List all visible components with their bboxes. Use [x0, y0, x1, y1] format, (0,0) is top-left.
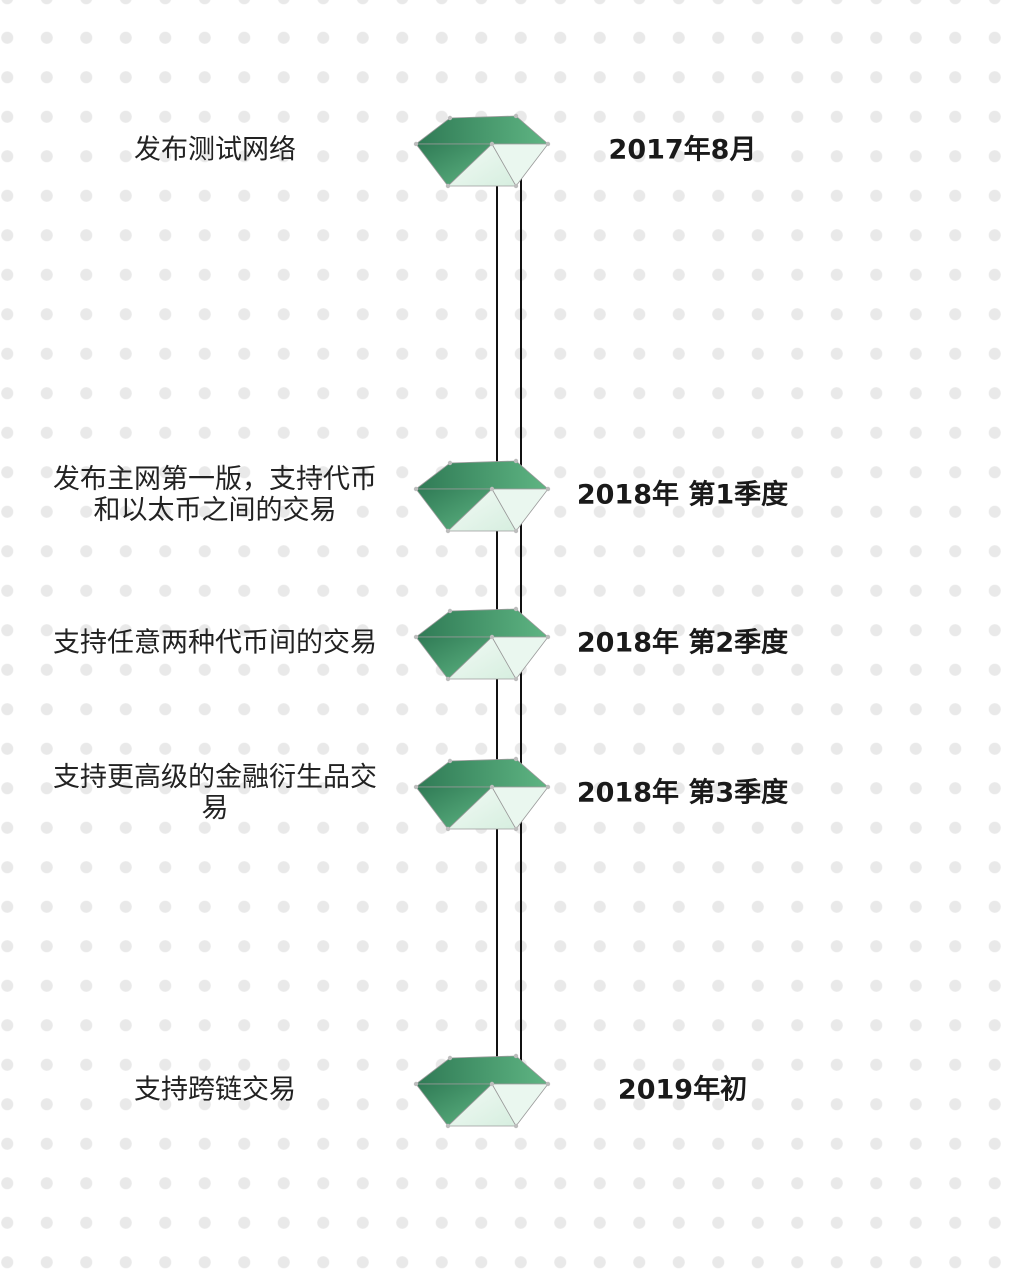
- gem-vertex-handle: [447, 115, 453, 121]
- gem-vertex-handle: [513, 606, 519, 612]
- milestone-event: 支持更高级的金融衍生品交易: [53, 762, 377, 824]
- gem-top-facet: [414, 115, 550, 145]
- gem-vertex-handle: [489, 784, 495, 790]
- gem-vertex-handle: [545, 141, 551, 147]
- gem-right-facet: [491, 786, 549, 830]
- gem-right-facet: [491, 143, 549, 187]
- gem-vertex-handle: [413, 634, 419, 640]
- milestone-1: 发布测试网络 2017年8月: [0, 110, 1016, 190]
- gem-vertex-handle: [513, 1053, 519, 1059]
- gem-vertex-handle: [489, 634, 495, 640]
- milestone-event: 发布测试网络: [134, 134, 296, 166]
- gem-vertex-handle: [513, 826, 519, 832]
- gem-vertex-handle: [513, 458, 519, 464]
- gem-vertex-handle: [545, 486, 551, 492]
- gem-marker-icon: [413, 113, 551, 189]
- gem-marker-icon: [413, 458, 551, 534]
- milestone-event: 支持任意两种代币间的交易: [53, 627, 377, 659]
- gem-vertex-handle: [513, 756, 519, 762]
- gem-marker-icon: [413, 1053, 551, 1129]
- gem-right-facet: [491, 636, 549, 680]
- gem-vertex-handle: [545, 634, 551, 640]
- gem-vertex-handle: [513, 1123, 519, 1129]
- gem-vertex-handle: [445, 676, 451, 682]
- gem-vertex-handle: [445, 1123, 451, 1129]
- milestone-3: 支持任意两种代币间的交易 2018年 第2季度: [0, 603, 1016, 683]
- gem-vertex-handle: [447, 460, 453, 466]
- gem-vertex-handle: [447, 758, 453, 764]
- gem-vertex-handle: [413, 486, 419, 492]
- gem-marker-icon: [413, 606, 551, 682]
- gem-top-facet: [414, 1055, 550, 1085]
- gem-vertex-handle: [413, 141, 419, 147]
- gem-vertex-handle: [513, 676, 519, 682]
- gem-right-facet: [491, 488, 549, 532]
- gem-marker-icon: [413, 756, 551, 832]
- milestone-event: 发布主网第一版，支持代币和以太币之间的交易: [53, 464, 377, 526]
- gem-vertex-handle: [413, 1081, 419, 1087]
- milestone-event: 支持跨链交易: [134, 1074, 296, 1106]
- milestone-date: 2018年 第3季度: [576, 777, 789, 809]
- gem-top-facet: [414, 608, 550, 638]
- milestone-2: 发布主网第一版，支持代币和以太币之间的交易 2018年 第1季度: [0, 455, 1016, 535]
- gem-vertex-handle: [545, 1081, 551, 1087]
- gem-vertex-handle: [447, 608, 453, 614]
- gem-vertex-handle: [413, 784, 419, 790]
- gem-vertex-handle: [447, 1055, 453, 1061]
- milestone-date: 2017年8月: [608, 134, 757, 166]
- milestone-date: 2018年 第1季度: [576, 479, 789, 511]
- gem-vertex-handle: [513, 183, 519, 189]
- gem-vertex-handle: [445, 528, 451, 534]
- gem-vertex-handle: [489, 141, 495, 147]
- gem-top-facet: [414, 460, 550, 490]
- milestone-date: 2018年 第2季度: [576, 627, 789, 659]
- gem-vertex-handle: [445, 826, 451, 832]
- gem-top-facet: [414, 758, 550, 788]
- gem-right-facet: [491, 1083, 549, 1127]
- milestone-4: 支持更高级的金融衍生品交易 2018年 第3季度: [0, 753, 1016, 833]
- gem-vertex-handle: [445, 183, 451, 189]
- gem-vertex-handle: [489, 1081, 495, 1087]
- milestone-5: 支持跨链交易 2019年初: [0, 1050, 1016, 1130]
- gem-vertex-handle: [513, 528, 519, 534]
- gem-vertex-handle: [545, 784, 551, 790]
- gem-vertex-handle: [513, 113, 519, 119]
- gem-vertex-handle: [489, 486, 495, 492]
- milestone-date: 2019年初: [617, 1074, 748, 1106]
